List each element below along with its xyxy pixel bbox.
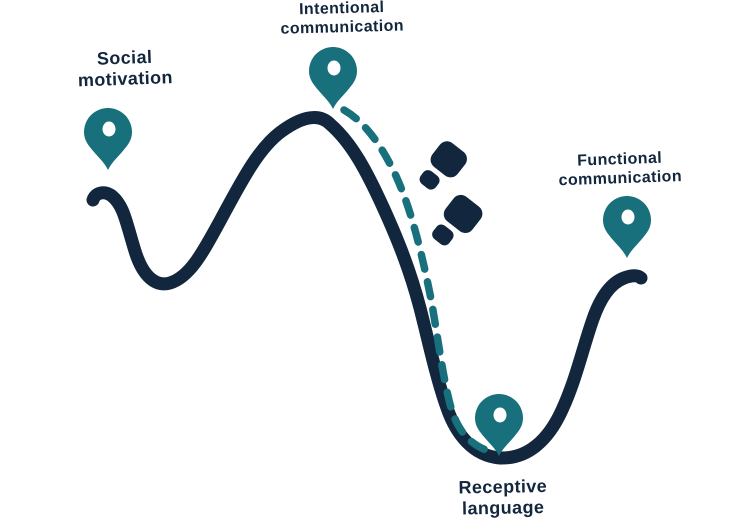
label-functional-communication: Functional communication (558, 149, 683, 191)
label-intentional-communication: Intentional communication (280, 0, 404, 39)
label-line: Receptive (458, 475, 548, 498)
map-pin-icon-intentional-communication (309, 47, 357, 109)
map-pin-icon-functional-communication (603, 196, 651, 258)
footprints-icon (419, 141, 483, 246)
dashed-trail (340, 106, 490, 454)
label-receptive-language: Receptive language (458, 476, 547, 520)
label-line: motivation (77, 67, 174, 91)
label-line: communication (280, 17, 405, 38)
label-line: language (461, 497, 545, 519)
winding-path-curve (86, 111, 648, 465)
map-pin-icon-social-motivation (84, 108, 132, 170)
label-social-motivation: Social motivation (77, 46, 174, 92)
